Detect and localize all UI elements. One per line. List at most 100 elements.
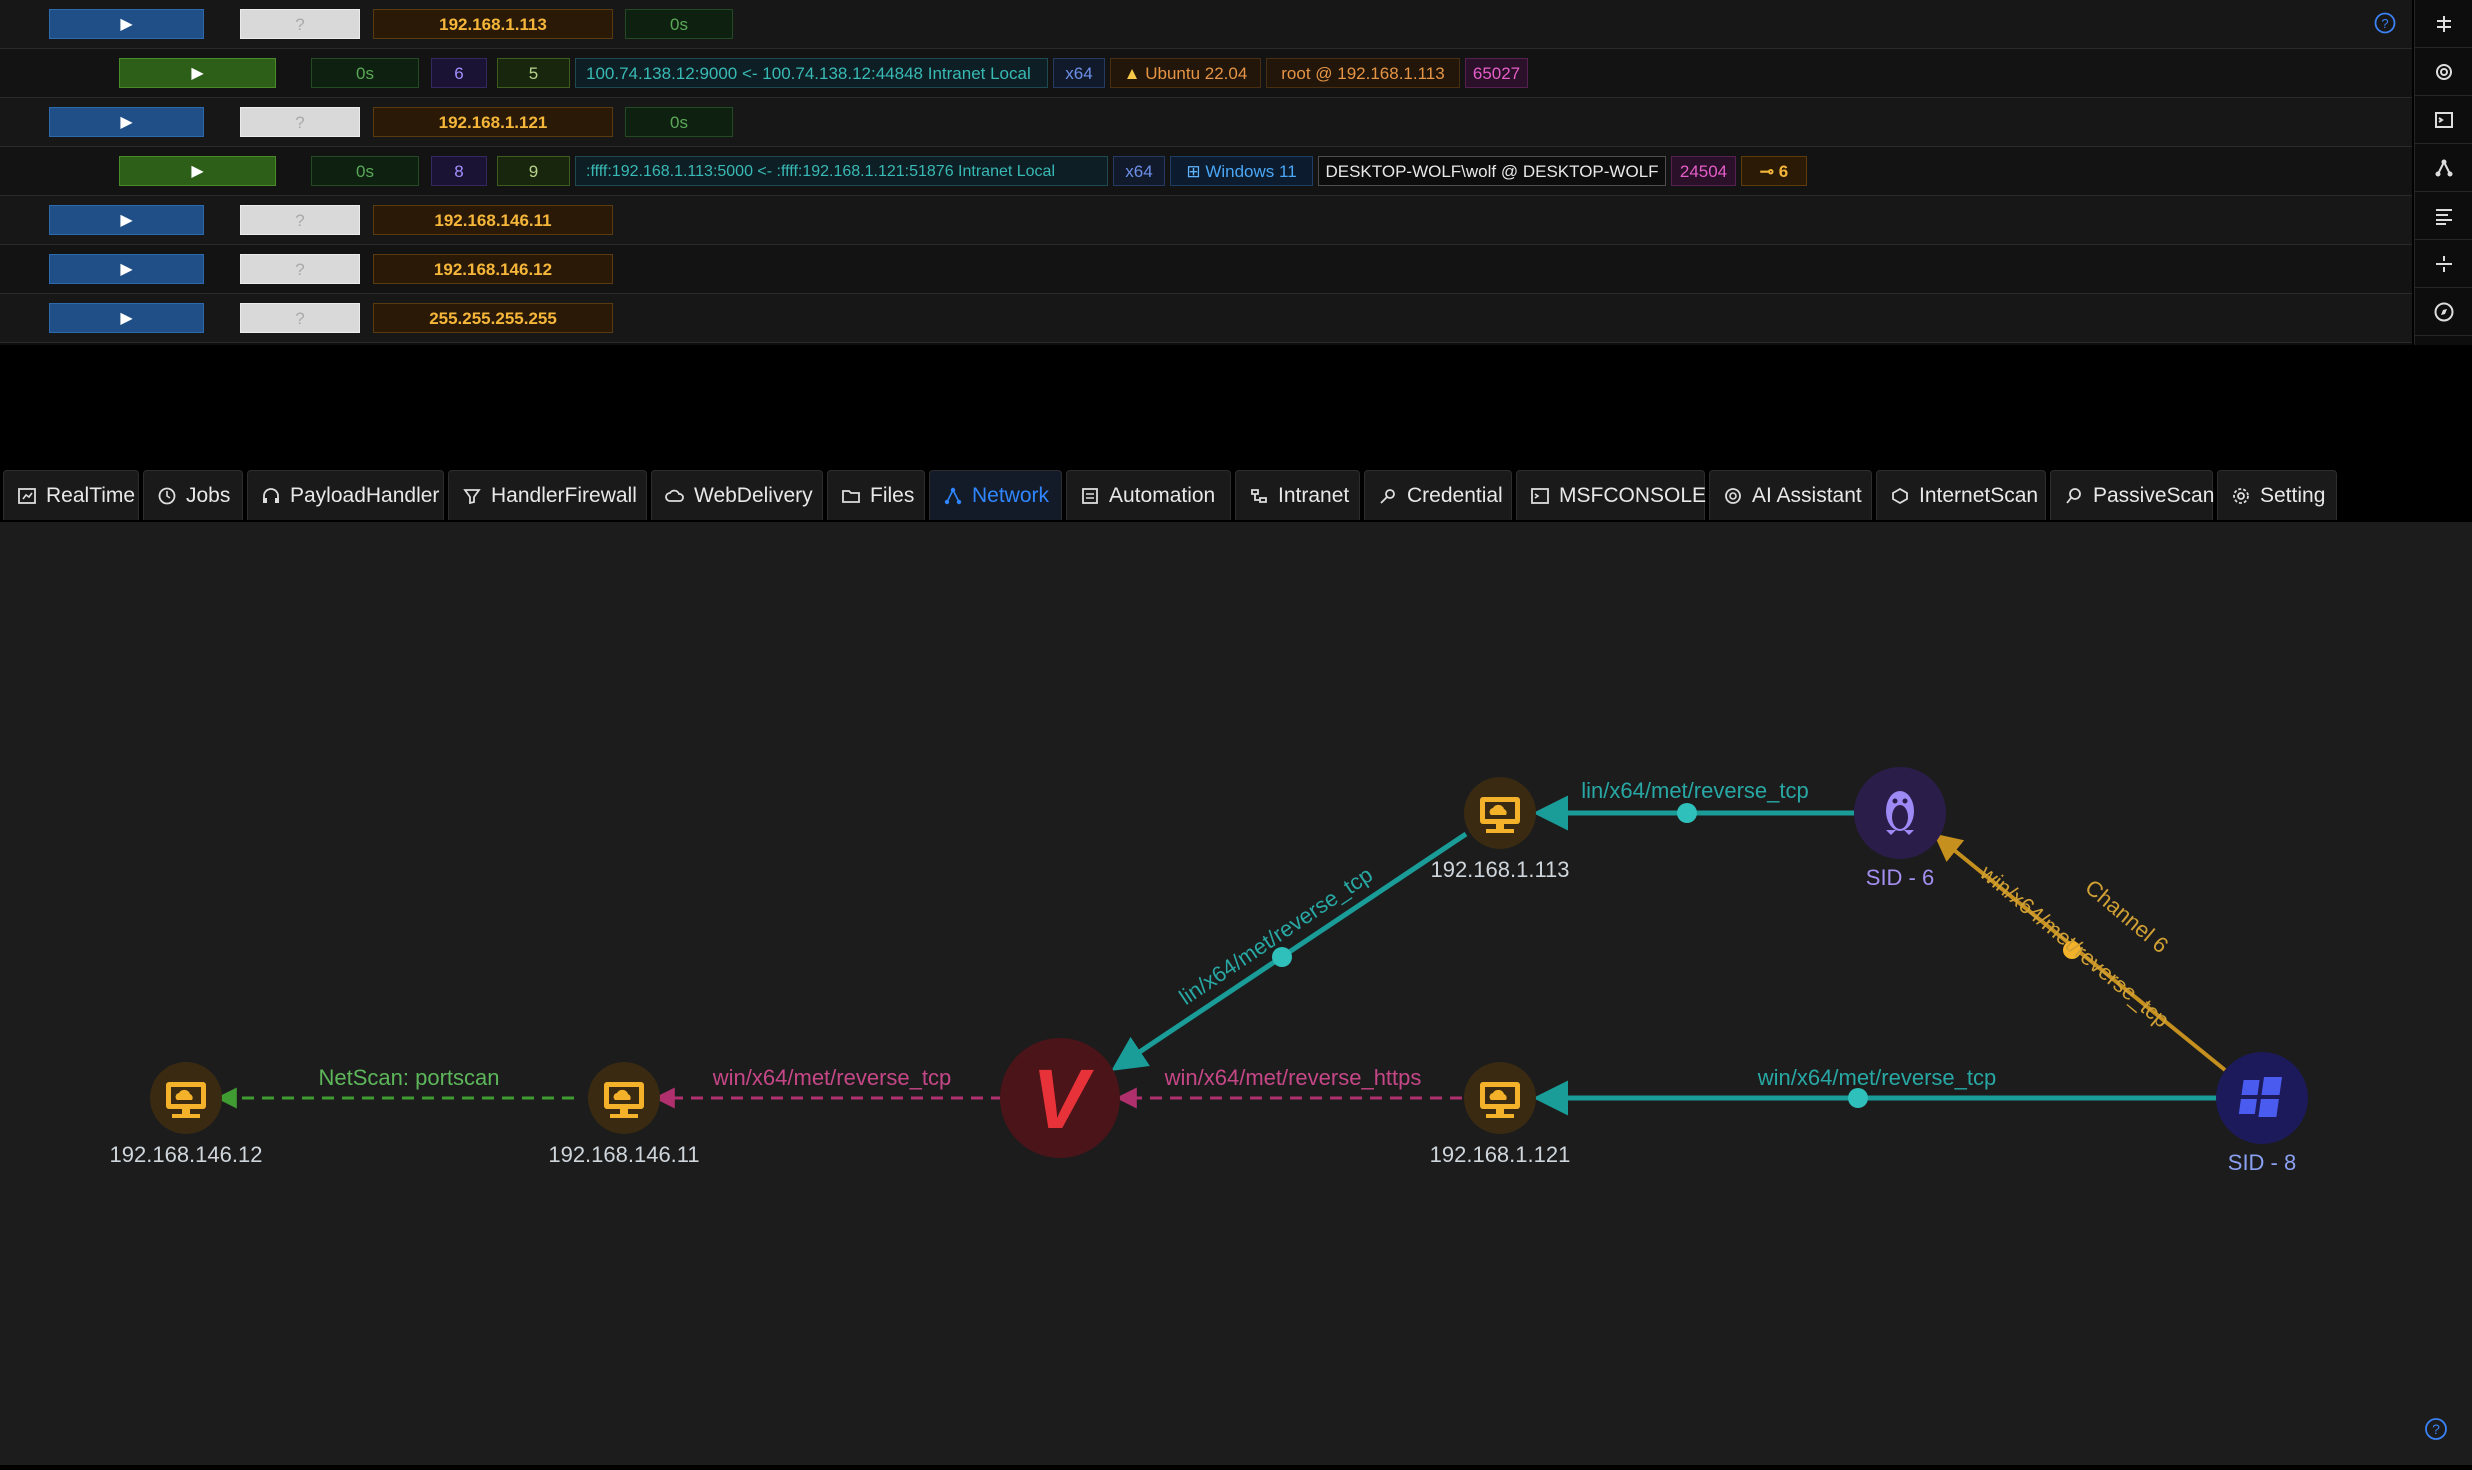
session-node-sid8[interactable]: SID - 8 <box>2216 1052 2308 1175</box>
host-node[interactable]: 192.168.146.12 <box>110 1062 263 1167</box>
expand-button[interactable]: ▶ <box>49 107 204 137</box>
user-label: DESKTOP-WOLF\wolf @ DESKTOP-WOLF <box>1318 156 1666 186</box>
edge-label-lin-center: lin/x64/met/reverse_tcp <box>1175 862 1378 1010</box>
tab-automation[interactable]: Automation <box>1066 470 1231 520</box>
host-ip[interactable]: 192.168.146.11 <box>373 205 613 235</box>
host-ip[interactable]: 192.168.1.121 <box>373 107 613 137</box>
tab-msfconsole[interactable]: MSFCONSOLE <box>1516 470 1706 520</box>
split-button[interactable] <box>2415 240 2472 288</box>
network-button[interactable] <box>2415 144 2472 192</box>
console-icon <box>1531 487 1549 504</box>
intranet-icon <box>1251 488 1267 503</box>
session-expand-button[interactable]: ▶ <box>119 156 276 186</box>
session-expand-button[interactable]: ▶ <box>119 58 276 88</box>
help-icon[interactable]: ? <box>2424 1417 2448 1441</box>
expand-button[interactable]: ▶ <box>49 205 204 235</box>
computer-icon <box>588 1062 660 1134</box>
table-row[interactable]: ▶ 0s 6 5 100.74.138.12:9000 <- 100.74.13… <box>0 49 2412 98</box>
tab-webdelivery[interactable]: WebDelivery <box>651 470 823 520</box>
edge-marker <box>1272 947 1292 967</box>
tab-realtime[interactable]: RealTime <box>3 470 139 520</box>
route-id: 5 <box>497 58 570 88</box>
session-id: 6 <box>431 58 487 88</box>
tab-ai-assistant[interactable]: AI Assistant <box>1709 470 1872 520</box>
tunnel-info: :ffff:192.168.1.113:5000 <- :ffff:192.16… <box>575 156 1108 186</box>
compass-button[interactable] <box>2415 288 2472 336</box>
table-row[interactable]: ▶ ? 192.168.146.12 <box>0 245 2412 294</box>
scan-icon <box>1892 487 1908 504</box>
os-label: ⊞ Windows 11 <box>1170 156 1313 186</box>
host-ip[interactable]: 192.168.1.113 <box>373 9 613 39</box>
route-id: 9 <box>497 156 570 186</box>
unknown-icon: ? <box>240 107 360 137</box>
host-time: 0s <box>625 107 733 137</box>
tab-network[interactable]: Network <box>929 470 1062 520</box>
os-label: ▲ Ubuntu 22.04 <box>1110 58 1261 88</box>
table-row[interactable]: ▶ ? 192.168.1.121 0s <box>0 98 2412 147</box>
host-ip[interactable]: 255.255.255.255 <box>373 303 613 333</box>
terminal-button[interactable] <box>2415 96 2472 144</box>
session-node-circle <box>2216 1052 2308 1144</box>
tab-credential[interactable]: Credential <box>1364 470 1512 520</box>
network-graph[interactable]: NetScan: portscan win/x64/met/reverse_tc… <box>0 522 2472 1465</box>
table-row[interactable]: ▶ ? 192.168.1.113 0s <box>0 0 2412 49</box>
arch-label: x64 <box>1053 58 1105 88</box>
tab-internetscan[interactable]: InternetScan <box>1876 470 2046 520</box>
host-node[interactable]: 192.168.1.121 <box>1430 1062 1571 1167</box>
host-ip[interactable]: 192.168.146.12 <box>373 254 613 284</box>
windows-icon <box>2238 1077 2282 1117</box>
session-time: 0s <box>311 58 419 88</box>
unknown-icon: ? <box>240 9 360 39</box>
host-label: 192.168.1.113 <box>1430 857 1569 882</box>
linux-icon <box>1886 791 1914 835</box>
gear-icon <box>2233 487 2249 504</box>
table-row[interactable]: ▶ ? 255.255.255.255 <box>0 294 2412 343</box>
edge-label-reverse-https: win/x64/met/reverse_https <box>1164 1065 1422 1090</box>
tab-intranet[interactable]: Intranet <box>1235 470 1360 520</box>
tab-jobs[interactable]: Jobs <box>143 470 243 520</box>
tab-passivescan[interactable]: PassiveScan <box>2050 470 2214 520</box>
svg-text:?: ? <box>2432 1421 2440 1437</box>
computer-icon <box>1464 777 1536 849</box>
expand-button[interactable]: ▶ <box>49 9 204 39</box>
host-node[interactable]: 192.168.1.113 <box>1430 777 1570 882</box>
center-node-circle <box>1000 1038 1120 1158</box>
tab-payloadhandler[interactable]: PayloadHandler <box>247 470 444 520</box>
user-label: root @ 192.168.1.113 <box>1266 58 1460 88</box>
expand-button[interactable]: ▶ <box>49 254 204 284</box>
ai-icon <box>1725 487 1741 504</box>
center-node[interactable]: V <box>1000 1038 1120 1158</box>
pid-label: 24504 <box>1671 156 1736 186</box>
help-icon[interactable]: ? <box>2374 12 2396 34</box>
edge-marker <box>1848 1088 1868 1108</box>
computer-icon <box>1464 1062 1536 1134</box>
compass-icon <box>2434 302 2454 321</box>
tunnel-info: 100.74.138.12:9000 <- 100.74.138.12:4484… <box>575 58 1048 88</box>
session-id: 8 <box>431 156 487 186</box>
dashboard-icon <box>18 487 36 504</box>
pin-button[interactable] <box>2415 0 2472 48</box>
align-button[interactable] <box>2415 192 2472 240</box>
tab-setting[interactable]: Setting <box>2217 470 2337 520</box>
edge-channel[interactable] <box>1933 833 2227 1072</box>
filter-icon <box>463 488 481 504</box>
edge-label-netscan: NetScan: portscan <box>319 1065 500 1090</box>
pin-icon <box>2437 15 2451 32</box>
unknown-icon: ? <box>240 205 360 235</box>
openai-button[interactable] <box>2415 48 2472 96</box>
windows-icon: ⊞ <box>1186 162 1201 181</box>
route-badge: ⊸ 6 <box>1741 156 1807 186</box>
linux-icon: ▲ <box>1123 64 1141 83</box>
tab-files[interactable]: Files <box>827 470 925 520</box>
expand-button[interactable]: ▶ <box>49 303 204 333</box>
host-node[interactable]: 192.168.146.11 <box>548 1062 700 1167</box>
v-logo-icon: V <box>1032 1052 1094 1146</box>
table-row[interactable]: ▶ 0s 8 9 :ffff:192.168.1.113:5000 <- :ff… <box>0 147 2412 196</box>
table-row[interactable]: ▶ ? 192.168.146.11 <box>0 196 2412 245</box>
right-toolbar <box>2414 0 2472 345</box>
tab-handlerfirewall[interactable]: HandlerFirewall <box>448 470 647 520</box>
edge-lin-center[interactable] <box>1111 831 1468 1071</box>
cloud-icon <box>665 489 684 502</box>
session-node-sid6[interactable]: SID - 6 <box>1854 767 1946 890</box>
network-graph-svg[interactable]: NetScan: portscan win/x64/met/reverse_tc… <box>0 522 2472 1465</box>
